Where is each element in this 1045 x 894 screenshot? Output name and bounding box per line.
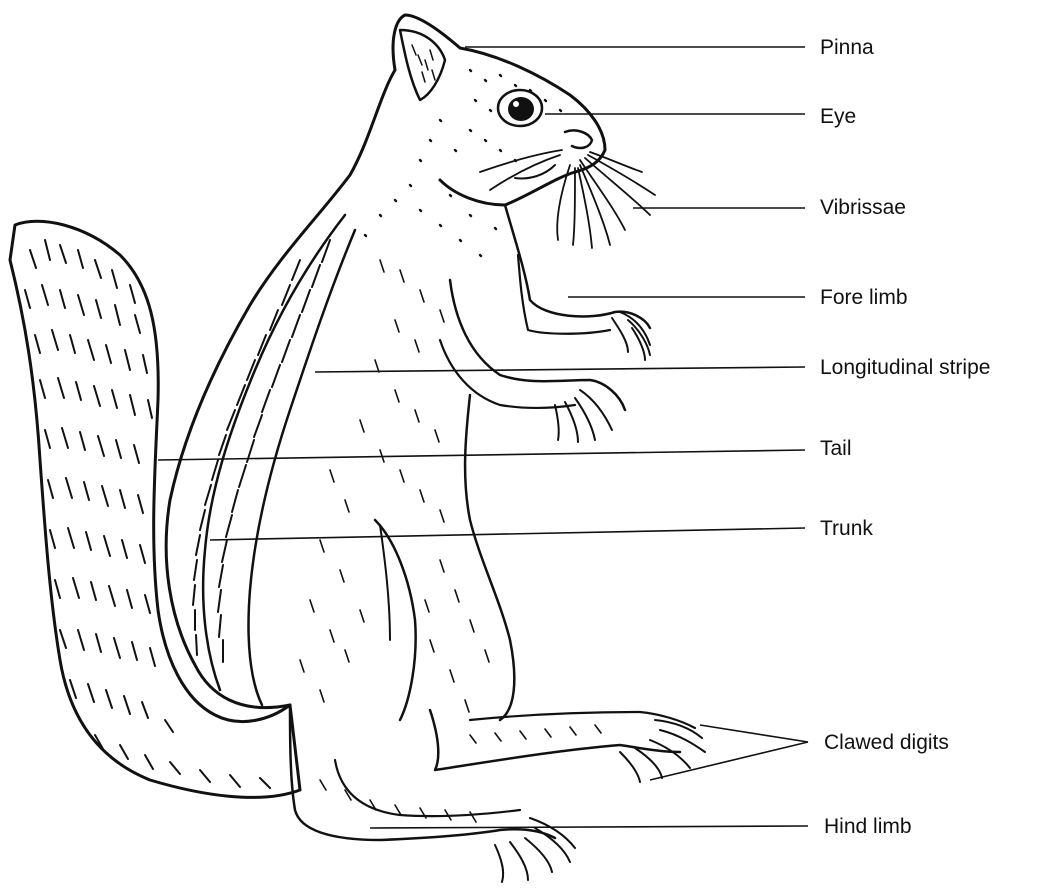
belly-outline bbox=[465, 395, 514, 720]
head-stipple bbox=[365, 70, 561, 256]
stripe-hatching bbox=[193, 240, 330, 662]
hind-limb-label: Hind limb bbox=[824, 815, 912, 839]
body-fur-marks bbox=[300, 260, 601, 822]
lower-hind-foot bbox=[290, 705, 555, 840]
back-stripe-outer bbox=[203, 215, 345, 690]
upper-hind-foot bbox=[430, 710, 680, 770]
stripe-pointer bbox=[315, 367, 805, 372]
hind-limb-pointer bbox=[370, 826, 808, 828]
upper-fore-limb bbox=[505, 205, 650, 328]
vibrissae-label: Vibrissae bbox=[820, 196, 906, 220]
pointer-lines bbox=[158, 47, 808, 828]
clawed-digits-pointer-upper bbox=[700, 725, 808, 742]
tail-outline bbox=[10, 221, 300, 797]
back-stripe-inner bbox=[249, 230, 356, 705]
trunk-label: Trunk bbox=[820, 517, 873, 541]
longitudinal-stripe-label: Longitudinal stripe bbox=[820, 356, 990, 380]
tail-pointer bbox=[158, 450, 805, 460]
eye-label: Eye bbox=[820, 105, 856, 129]
clawed-digits-label: Clawed digits bbox=[824, 731, 949, 755]
tail-label: Tail bbox=[820, 437, 852, 461]
clawed-digits-pointer-lower bbox=[650, 742, 808, 780]
pinna-label: Pinna bbox=[820, 36, 874, 60]
thigh-outline bbox=[375, 520, 416, 720]
nose bbox=[565, 130, 592, 148]
ear-fur bbox=[412, 45, 435, 82]
tail-fur-strokes bbox=[25, 240, 270, 788]
lower-fore-limb bbox=[450, 280, 625, 410]
vibrissae-whiskers bbox=[480, 150, 655, 248]
trunk-pointer bbox=[210, 528, 805, 540]
lower-fore-claws bbox=[555, 390, 612, 442]
fore-limb-label: Fore limb bbox=[820, 286, 908, 310]
eye-icon bbox=[498, 90, 542, 126]
